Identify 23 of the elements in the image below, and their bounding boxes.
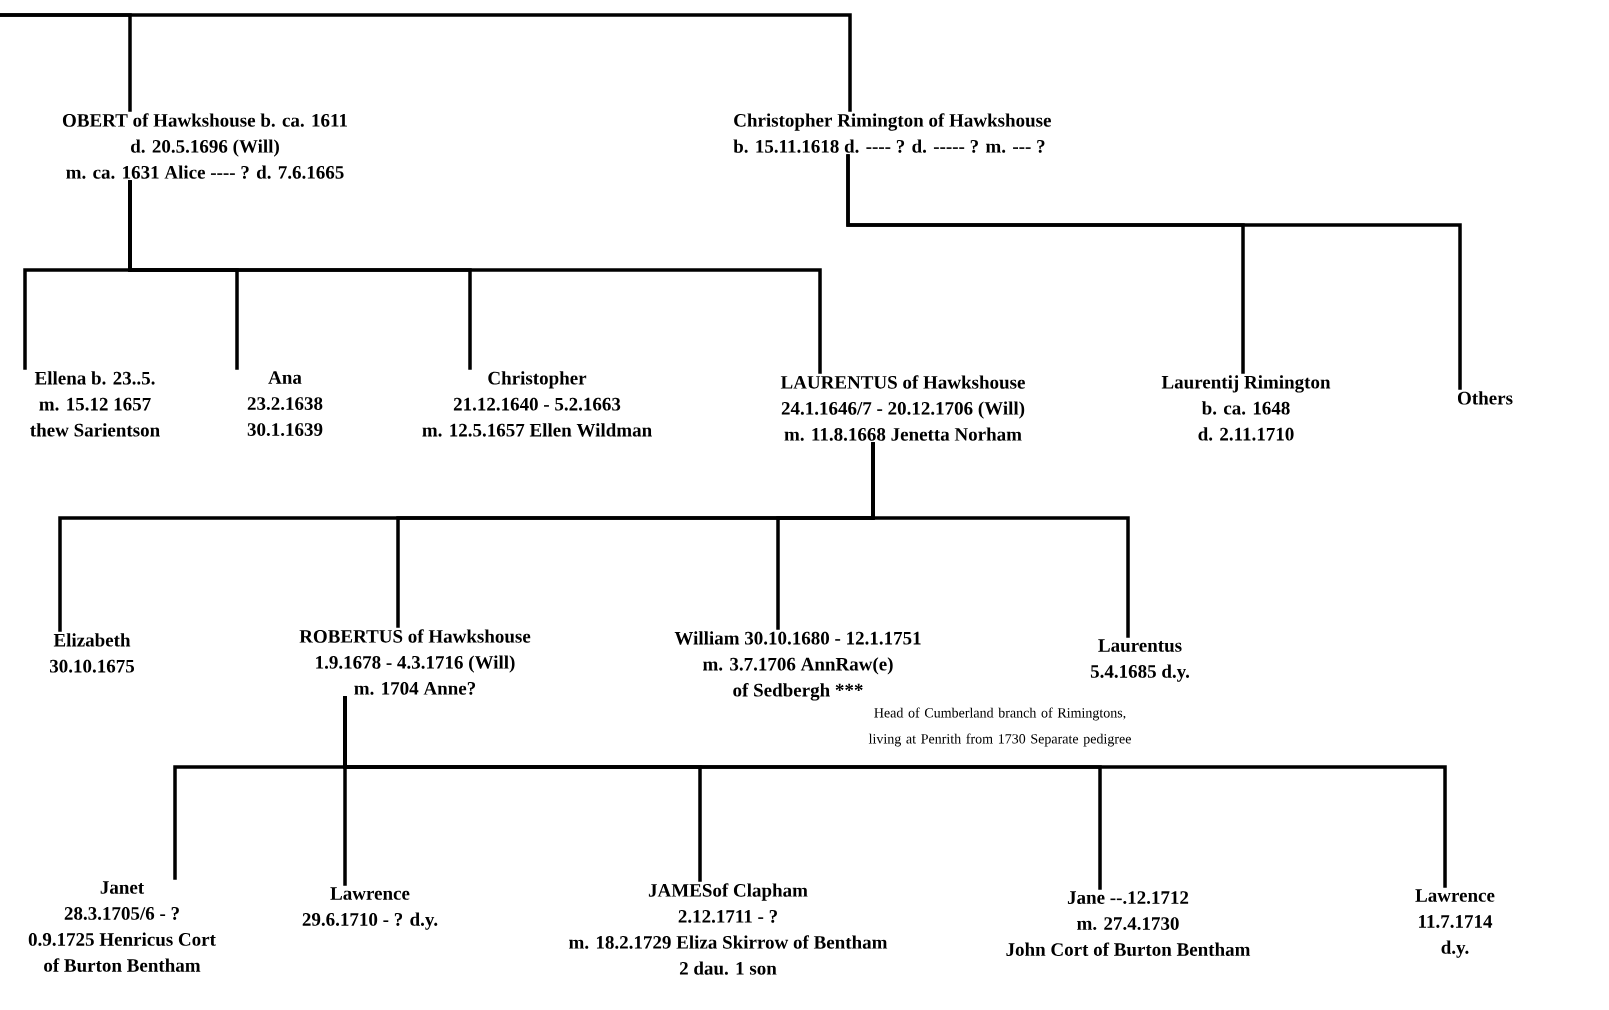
tree-connector: [0, 13, 852, 112]
person-entry: Laurentus 5.4.1685 d.y.: [1090, 639, 1190, 682]
person-entry: OBERT of Hawkshouse b. ca. 1611 d. 20.5.1696 (Will) m. ca. 1631 Alice ---- ? d. 7.6.1665: [62, 113, 347, 179]
tree-connector: [846, 154, 1462, 390]
person-entry: ROBERTUS of Hawkshouse 1.9.1678 - 4.3.1716 (Will) m. 1704 Anne?: [299, 629, 531, 695]
person-entry: Jane --.12.1712 m. 27.4.1730 John Cort of Burton Bentham: [1006, 891, 1251, 957]
person-entry: Others: [1458, 391, 1513, 405]
tree-connector: [871, 442, 1130, 638]
person-entry: Elizabeth 30.10.1675: [49, 633, 135, 673]
person-entry: Christopher 21.12.1640 - 5.2.1663 m. 12.5.1657 Ellen Wildman: [422, 371, 652, 437]
person-entry: William 30.10.1680 - 12.1.1751 m. 3.7.1706 AnnRaw(e) of Sedbergh ***: [674, 631, 921, 701]
person-entry: LAURENTUS of Hawkshouse 24.1.1646/7 - 20.12.1706 (Will) m. 11.8.1668 Jenetta Norham: [780, 375, 1025, 441]
person-entry: Ana 23.2.1638 30.1.1639: [247, 371, 323, 436]
person-entry: Lawrence 29.6.1710 - ? d.y.: [302, 887, 438, 930]
tree-connector: [128, 180, 822, 374]
person-entry: Ellena b. 23..5. m. 15.12 1657 thew Sarientson: [30, 371, 160, 437]
person-entry: JAMESof Clapham 2.12.1711 - ? m. 18.2.1729 Eliza Skirrow of Bentham 2 dau. 1 son: [569, 883, 888, 975]
person-entry: Lawrence 11.7.1714 d.y.: [1415, 889, 1495, 958]
tree-connector: [343, 696, 1447, 888]
person-entry: Christopher Rimington of Hawkshouse b. 15.11.1618 d. ---- ? d. ----- ? m. --- ?: [733, 113, 1051, 153]
person-entry: Janet 28.3.1705/6 - ? 0.9.1725 Henricus Cort of Burton Bentham: [28, 881, 216, 972]
note: Head of Cumberland branch of Rimingtons, living at Penrith from 1730 Separate pedigree: [868, 707, 1131, 747]
person-entry: Laurentij Rimington b. ca. 1648 d. 2.11.1710: [1161, 375, 1331, 441]
